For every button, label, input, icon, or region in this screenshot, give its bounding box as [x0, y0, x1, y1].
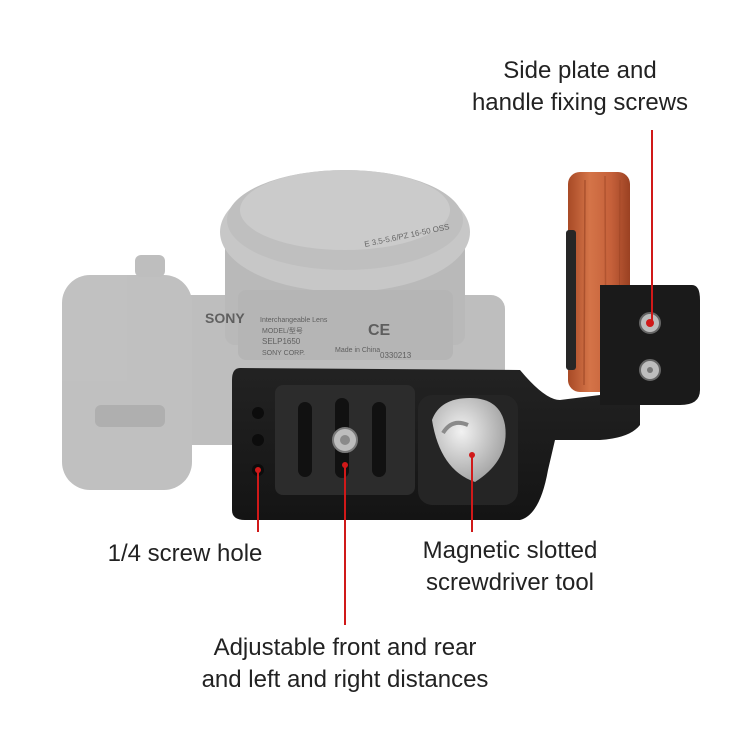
lens-text-2: MODEL/型号: [262, 326, 303, 335]
callout-lines: [257, 130, 653, 625]
label-screwdriver-line2: screwdriver tool: [425, 569, 595, 596]
label-adjustable: Adjustable front and rear and left and r…: [160, 632, 530, 696]
label-screw-hole: 1/4 screw hole: [90, 538, 280, 570]
label-side-plate: Side plate and handle fixing screws: [440, 55, 720, 119]
label-screwdriver-line1: Magnetic slotted: [422, 537, 598, 564]
label-screwdriver: Magnetic slotted screwdriver tool: [395, 535, 625, 599]
lens-text-3: SELP1650: [262, 337, 301, 346]
l-bracket-plate: [232, 285, 700, 520]
lens-text-4: SONY CORP.: [262, 350, 305, 357]
lens-serial: 0330213: [380, 351, 412, 360]
lens-text-5: Made in China: [335, 347, 380, 354]
label-adjustable-line1: Adjustable front and rear: [213, 634, 477, 661]
label-screw-hole-line1: 1/4 screw hole: [107, 540, 263, 567]
label-side-plate-line2: handle fixing screws: [471, 89, 689, 116]
brand-text: SONY: [205, 310, 245, 326]
label-adjustable-line2: and left and right distances: [201, 666, 489, 693]
lens-text-1: Interchangeable Lens: [260, 317, 328, 324]
label-side-plate-line1: Side plate and: [503, 57, 657, 84]
ce-mark: CE: [368, 322, 391, 339]
